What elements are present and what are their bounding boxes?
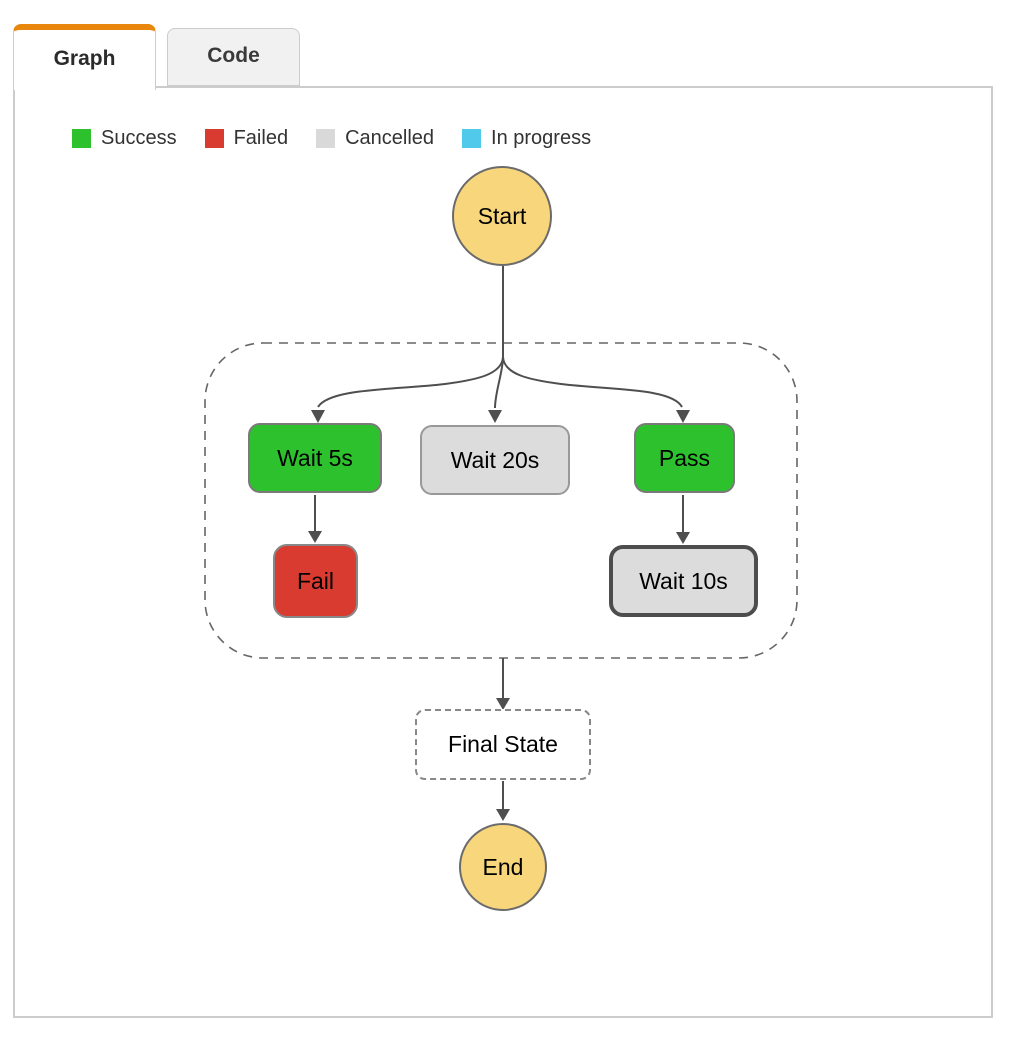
- legend-label-in-progress: In progress: [491, 127, 592, 149]
- node-wait-5s[interactable]: Wait 5s: [248, 423, 382, 493]
- node-wait-10s[interactable]: Wait 10s: [609, 545, 758, 617]
- legend-label-failed: Failed: [233, 127, 289, 149]
- in-progress-color-swatch: [462, 129, 482, 148]
- node-end[interactable]: End: [459, 823, 547, 911]
- node-fail[interactable]: Fail: [273, 544, 358, 618]
- node-start[interactable]: Start: [452, 166, 552, 266]
- node-pass[interactable]: Pass: [634, 423, 735, 493]
- tab-code[interactable]: Code: [167, 28, 300, 86]
- cancelled-color-swatch: [316, 129, 336, 148]
- legend-item-in-progress: In progress: [462, 127, 591, 150]
- legend-item-success: Success: [72, 127, 177, 150]
- success-color-swatch: [72, 129, 91, 148]
- legend-label-cancelled: Cancelled: [345, 127, 435, 149]
- legend-label-success: Success: [101, 127, 177, 149]
- node-wait-20s[interactable]: Wait 20s: [420, 425, 570, 495]
- status-legend: Success Failed Cancelled In progress: [72, 127, 591, 150]
- failed-color-swatch: [204, 129, 224, 148]
- tab-graph[interactable]: Graph: [13, 24, 156, 90]
- legend-item-failed: Failed: [204, 127, 289, 150]
- legend-item-cancelled: Cancelled: [316, 127, 434, 150]
- node-final-state[interactable]: Final State: [415, 709, 591, 780]
